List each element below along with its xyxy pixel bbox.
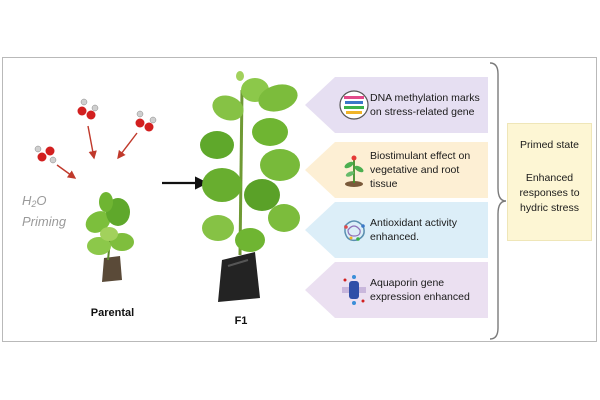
f1-plant-image bbox=[200, 71, 300, 302]
primed-state-box: Primed state Enhanced responses to hydri… bbox=[507, 123, 592, 241]
grouping-brace bbox=[489, 62, 507, 340]
aquaporin-icon bbox=[342, 275, 366, 305]
effect-shape bbox=[305, 262, 488, 318]
seedling-icon bbox=[344, 155, 364, 187]
f1-label: F1 bbox=[234, 315, 248, 327]
parental-label: Parental bbox=[90, 307, 135, 319]
h2o2-molecule-icon bbox=[77, 98, 99, 120]
h2o2-molecule-icon bbox=[34, 145, 57, 164]
effect-dna-methylation: DNA methylation marks on stress-related … bbox=[305, 77, 488, 133]
dna-methylation-icon bbox=[339, 90, 369, 120]
red-arrow bbox=[117, 132, 138, 160]
effect-text: DNA methylation marks on stress-related … bbox=[370, 92, 480, 118]
effect-aquaporin: Aquaporin gene expression enhanced bbox=[305, 262, 488, 318]
red-arrow bbox=[56, 164, 77, 179]
primed-state-title: Primed state bbox=[520, 139, 579, 151]
effect-text: Aquaporin gene expression enhanced bbox=[370, 277, 470, 303]
effect-text: Biostimulant effect on vegetative and ro… bbox=[370, 150, 471, 190]
antioxidant-molecule-icon bbox=[344, 220, 365, 242]
h2o2-molecule-icon bbox=[135, 110, 157, 132]
h2o2-priming-label: H2O Priming bbox=[22, 193, 67, 229]
effect-antioxidant: Antioxidant activity enhanced. bbox=[305, 202, 488, 258]
effect-text: Antioxidant activity enhanced. bbox=[370, 217, 457, 243]
primed-state-description: Enhanced responses to hydric stress bbox=[519, 172, 580, 214]
effect-biostimulant: Biostimulant effect on vegetative and ro… bbox=[305, 142, 488, 198]
red-arrow bbox=[87, 125, 97, 160]
effect-shape bbox=[305, 202, 488, 258]
parental-plant-image bbox=[85, 192, 134, 282]
